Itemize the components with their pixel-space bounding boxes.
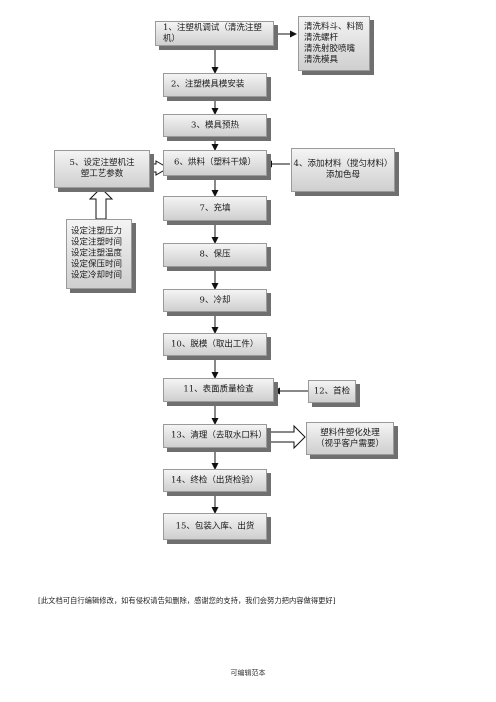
step-11-box: 11、表面质量检查 [163, 378, 274, 402]
clean-item: 清洗模具 [304, 54, 339, 65]
page-footer: 可编辑范本 [230, 669, 266, 677]
step-8-box: 8、保压 [163, 243, 267, 267]
param-item: 设定注塑压力 [71, 226, 123, 237]
step-1-label: 1、注塑机调试（清洗注塑机） [163, 22, 262, 44]
material-line: 4、添加材料（搅匀材料） [293, 159, 393, 169]
material-line: 添加色母 [325, 170, 360, 180]
step-11-label: 11、表面质量检查 [183, 384, 254, 395]
step-15-label: 15、包装入库、出货 [175, 521, 255, 531]
step-15-box: 15、包装入库、出货 [163, 513, 267, 540]
setting-text: 5、设定注塑机注 塑工艺参数 [55, 158, 149, 180]
step-9-box: 9、冷却 [163, 289, 267, 312]
params-list: 设定注塑压力 设定注塑时间 设定注塑温度 设定保压时间 设定冷却时间 [67, 227, 131, 282]
setting-box: 5、设定注塑机注 塑工艺参数 [54, 150, 150, 188]
clean-list: 清洗料斗、料筒 清洗螺杆 清洗射胶喷嘴 清洗模具 [299, 22, 369, 66]
setting-line: 塑工艺参数 [80, 169, 124, 179]
step-6-box: 6、烘料（塑料干燥） [163, 150, 267, 176]
step-14-label: 14、终检（出货检验） [171, 475, 259, 485]
hollow-arrow-post [267, 424, 306, 450]
clean-item: 清洗射胶喷嘴 [304, 43, 356, 54]
step-7-box: 7、充填 [163, 196, 267, 221]
step-8-label: 8、保压 [199, 249, 231, 260]
post-process-text: 塑料件塑化处理 （视乎客户需要） [307, 428, 393, 450]
step-14-box: 14、终检（出货检验） [163, 469, 267, 492]
step-1-box: 1、注塑机调试（清洗注塑机） [155, 21, 274, 46]
step-7-label: 7、充填 [199, 203, 231, 213]
first-check-label: 12、首检 [313, 386, 351, 396]
material-text: 4、添加材料（搅匀材料） 添加色母 [292, 159, 394, 181]
step-10-box: 10、脱模（取出工件） [163, 333, 267, 356]
edit-notice: [此文档可自行编辑修改，如有侵权请告知删除，感谢您的支持，我们会努力把内容做得更… [38, 596, 336, 605]
step-13-label: 13、清理（去取水口料） [171, 430, 267, 441]
clean-item: 清洗螺杆 [304, 32, 339, 43]
step-6-label: 6、烘料（塑料干燥） [174, 157, 256, 168]
param-item: 设定保压时间 [71, 259, 123, 270]
material-box: 4、添加材料（搅匀材料） 添加色母 [291, 148, 395, 192]
param-item: 设定注塑时间 [71, 237, 123, 248]
step-10-label: 10、脱模（取出工件） [171, 339, 259, 349]
param-item: 设定注塑温度 [71, 248, 123, 259]
post-process-line: （视乎客户需要） [315, 438, 384, 449]
param-item: 设定冷却时间 [71, 270, 123, 281]
first-check-box: 12、首检 [308, 380, 356, 403]
step-9-label: 9、冷却 [199, 295, 231, 305]
setting-line: 5、设定注塑机注 [69, 158, 135, 168]
step-2-box: 2、注塑模具模安装 [163, 73, 267, 97]
step-3-label: 3、模具预热 [191, 120, 239, 130]
step-2-label: 2、注塑模具模安装 [171, 79, 245, 90]
clean-item: 清洗料斗、料筒 [304, 21, 364, 32]
post-process-line: 塑料件塑化处理 [320, 427, 380, 438]
step-3-box: 3、模具预热 [163, 114, 267, 137]
post-process-box: 塑料件塑化处理 （视乎客户需要） [306, 422, 394, 455]
step-13-box: 13、清理（去取水口料） [163, 424, 267, 448]
clean-box: 清洗料斗、料筒 清洗螺杆 清洗射胶喷嘴 清洗模具 [298, 16, 370, 71]
hollow-arrow-params [88, 187, 114, 220]
params-box: 设定注塑压力 设定注塑时间 设定注塑温度 设定保压时间 设定冷却时间 [66, 219, 132, 289]
